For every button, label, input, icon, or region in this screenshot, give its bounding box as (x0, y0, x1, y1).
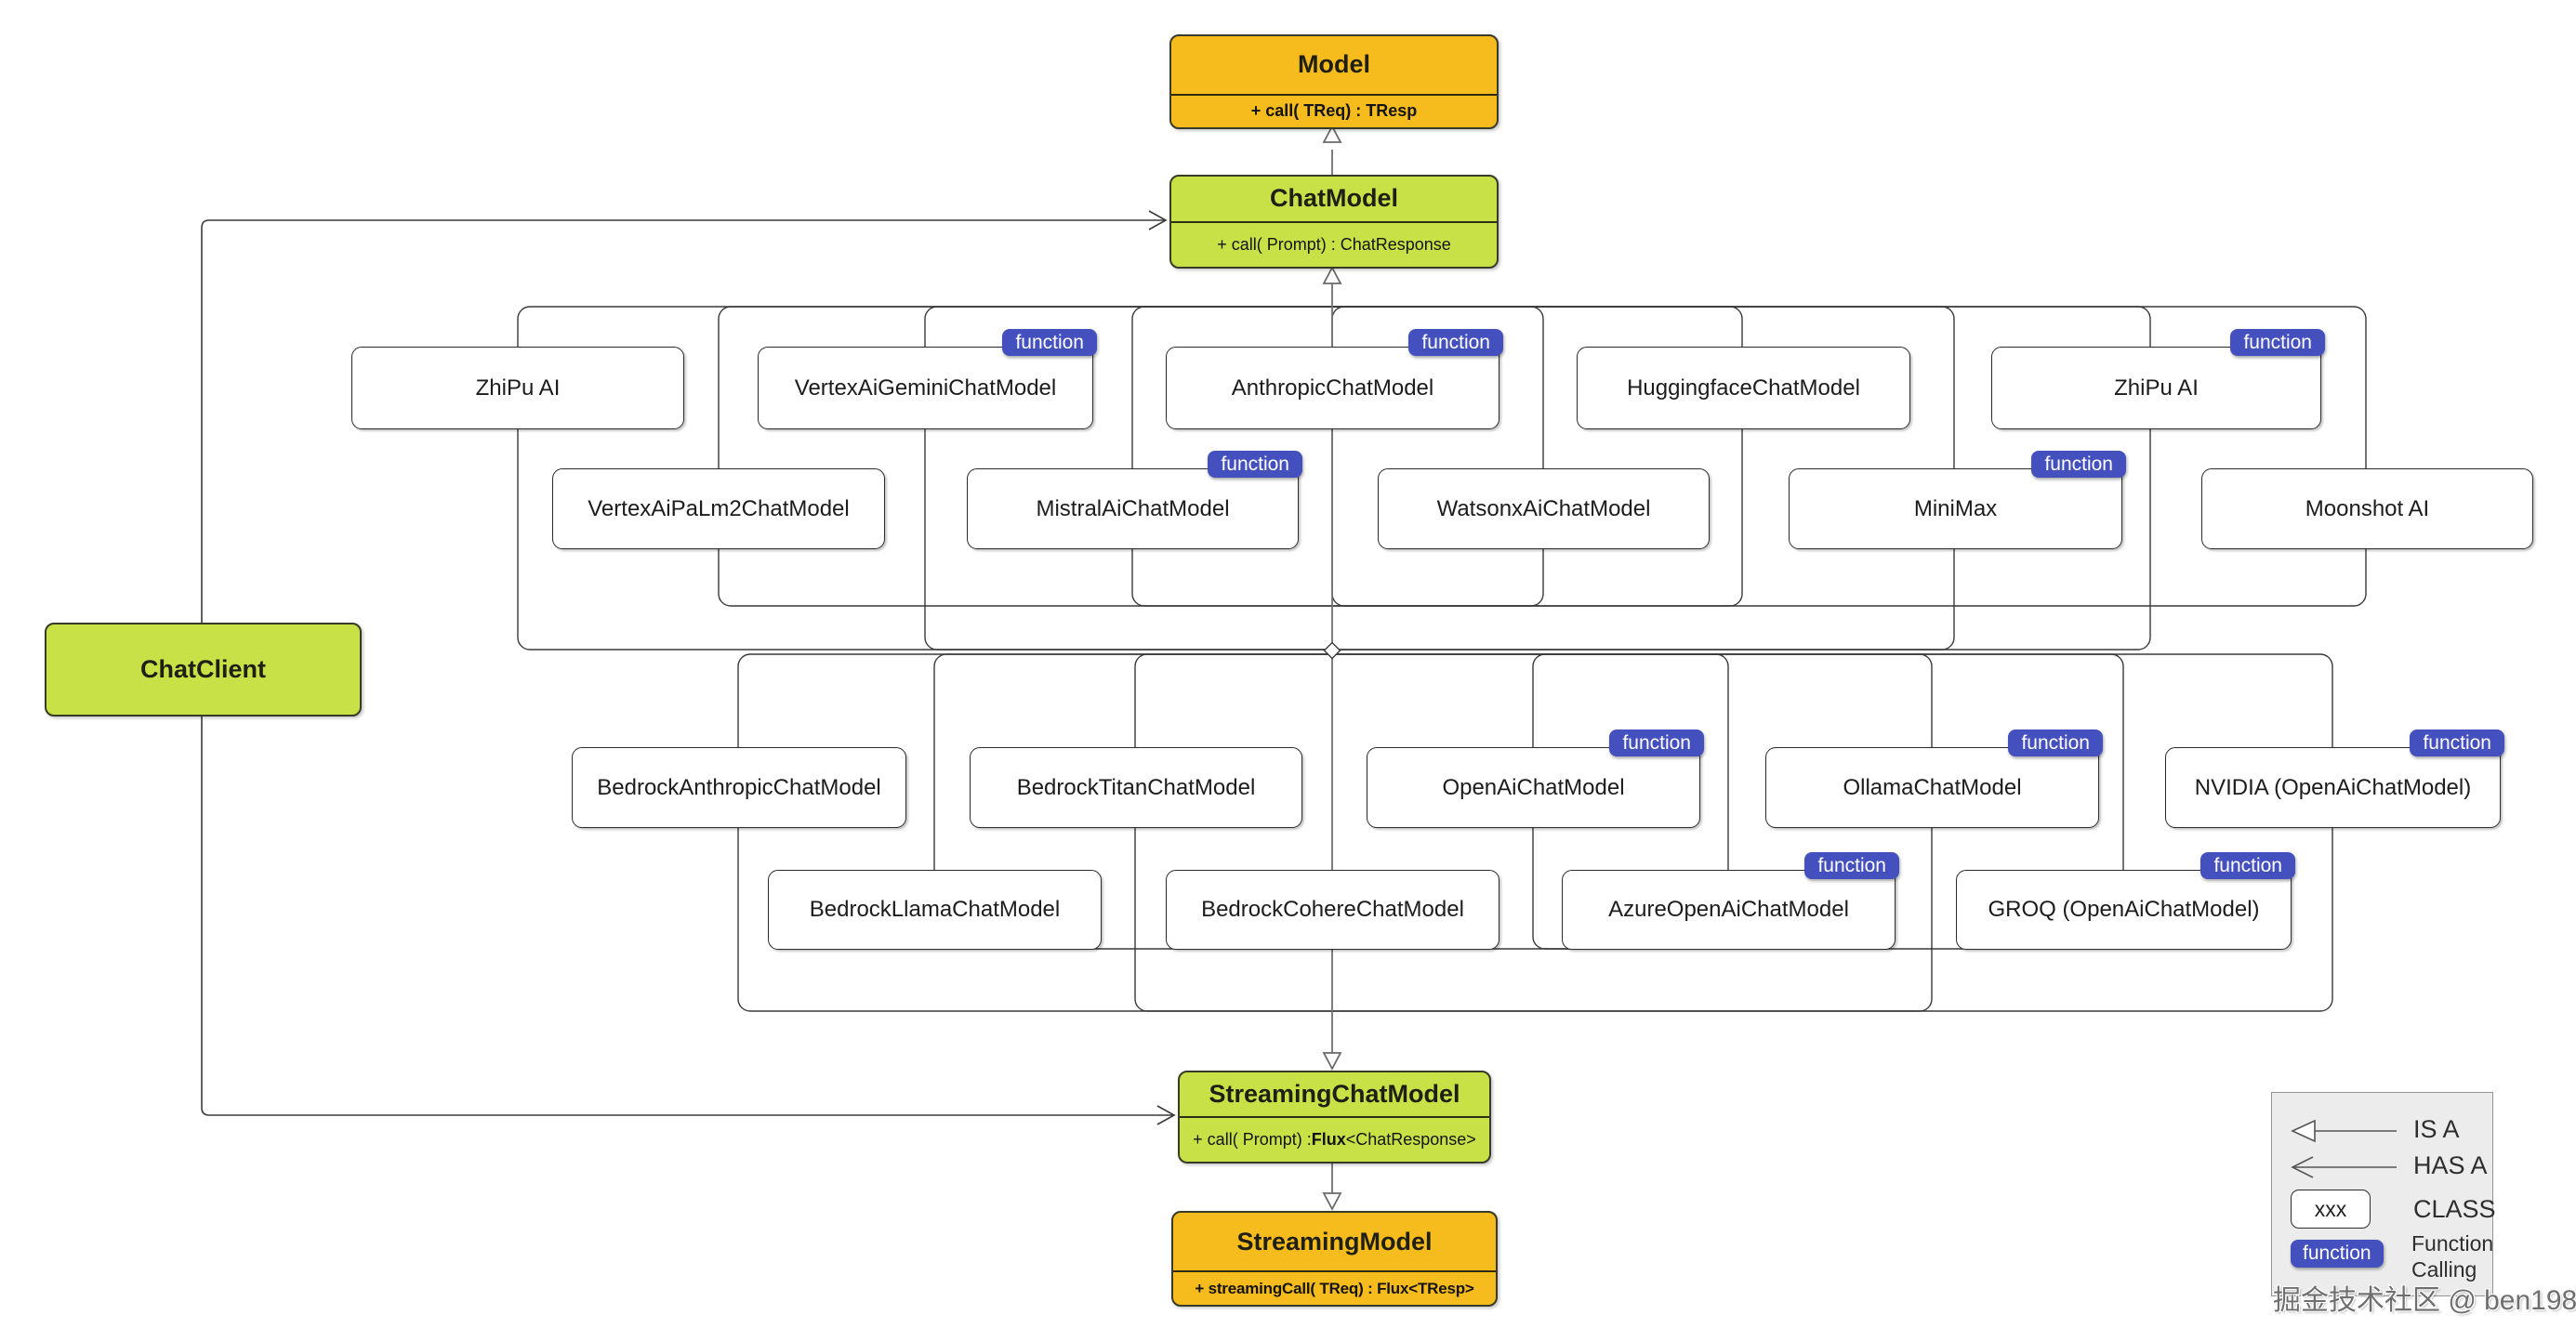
class-label: Moonshot AI (2305, 495, 2430, 521)
junction-diamond (1323, 641, 1341, 660)
class-label: BedrockLlamaChatModel (809, 897, 1061, 922)
interface-title: ChatModel (1270, 184, 1398, 213)
class-label: VertexAiGeminiChatModel (794, 375, 1057, 401)
class-sample-label: xxx (2314, 1196, 2347, 1221)
class-label: AnthropicChatModel (1231, 375, 1434, 401)
function-badge: function (2410, 730, 2504, 756)
watermark: 掘金技术社区 @ ben1987 (2273, 1285, 2576, 1316)
interface-method: + call( Prompt) : Flux<ChatResponse> (1180, 1116, 1489, 1162)
class-box: HuggingfaceChatModel (1577, 347, 1910, 429)
class-label: VertexAiPaLm2ChatModel (588, 495, 850, 521)
function-badge: function (2200, 852, 2295, 879)
class-label: GROQ (OpenAiChatModel) (1988, 897, 2260, 922)
class-box: BedrockTitanChatModel (970, 747, 1302, 828)
legend-function-label: Function Calling (2411, 1231, 2494, 1282)
interface-method: + call( Prompt) : ChatResponse (1171, 220, 1497, 268)
class-box: MiniMax function (1789, 451, 2126, 549)
class-box: BedrockLlamaChatModel (768, 870, 1102, 950)
class-label: WatsonxAiChatModel (1436, 495, 1651, 521)
class-title: ChatClient (140, 655, 266, 683)
function-badge-sample: function (2291, 1240, 2384, 1268)
class-box: ZhiPu AI function (1991, 329, 2325, 429)
class-box: MistralAiChatModel function (967, 451, 1302, 549)
has-a-arrow-sample (2291, 1156, 2397, 1178)
is-a-arrowheads (1322, 125, 1342, 1211)
has-a-arrowhead (1148, 210, 1168, 230)
class-label: HuggingfaceChatModel (1627, 375, 1860, 401)
class-box: ZhiPu AI (351, 347, 684, 429)
function-badge: function (1408, 329, 1503, 356)
class-box-sample: xxx (2291, 1190, 2371, 1229)
class-label: BedrockTitanChatModel (1016, 774, 1256, 800)
class-box: NVIDIA (OpenAiChatModel) function (2165, 730, 2504, 828)
class-label: ZhiPu AI (475, 375, 561, 401)
class-box-chat-client: ChatClient (45, 623, 362, 717)
legend-class-label: CLASS (2413, 1195, 2496, 1223)
interface-box-chat-model: ChatModel + call( Prompt) : ChatResponse (1169, 175, 1499, 269)
class-box: OpenAiChatModel function (1367, 730, 1704, 828)
class-box: AzureOpenAiChatModel function (1562, 852, 1899, 950)
class-label: MistralAiChatModel (1036, 495, 1230, 521)
function-badge: function (2031, 451, 2126, 478)
interface-box-model: Model + call( TReq) : TResp (1169, 34, 1499, 129)
interface-box-streaming-model: StreamingModel + streamingCall( TReq) : … (1171, 1211, 1498, 1307)
function-badge: function (2230, 329, 2325, 356)
function-badge: function (2008, 730, 2103, 756)
legend-has-a-label: HAS A (2413, 1151, 2488, 1179)
class-label: AzureOpenAiChatModel (1608, 897, 1849, 922)
class-label: OllamaChatModel (1843, 774, 2022, 800)
legend: IS A HAS A xxx CLASS function Function C… (2271, 1092, 2496, 1296)
interface-title: StreamingChatModel (1209, 1080, 1460, 1108)
class-box: VertexAiGeminiChatModel function (758, 329, 1097, 429)
class-box: OllamaChatModel function (1765, 730, 2103, 828)
interface-title: StreamingModel (1236, 1227, 1433, 1256)
interface-box-streaming-chat-model: StreamingChatModel + call( Prompt) : Flu… (1178, 1071, 1491, 1164)
class-label: BedrockAnthropicChatModel (597, 774, 881, 800)
interface-title: Model (1298, 50, 1370, 79)
class-label: MiniMax (1913, 495, 1998, 521)
legend-is-a-label: IS A (2413, 1115, 2460, 1143)
function-badge: function (1208, 451, 1302, 478)
class-label: ZhiPu AI (2114, 375, 2199, 401)
class-box: BedrockCohereChatModel (1166, 870, 1499, 950)
function-badge: function (1609, 730, 1704, 756)
class-label: NVIDIA (OpenAiChatModel) (2194, 774, 2472, 800)
class-label: BedrockCohereChatModel (1201, 897, 1464, 922)
class-box: Moonshot AI (2201, 468, 2533, 549)
class-box: AnthropicChatModel function (1166, 329, 1503, 429)
function-badge: function (1002, 329, 1097, 356)
class-box: GROQ (OpenAiChatModel) function (1956, 852, 2295, 950)
is-a-arrow-sample (2291, 1119, 2397, 1143)
function-badge: function (1804, 852, 1899, 879)
class-label: OpenAiChatModel (1442, 774, 1625, 800)
class-box: VertexAiPaLm2ChatModel (552, 468, 885, 549)
interface-method: + call( TReq) : TResp (1171, 93, 1497, 127)
interface-method: + streamingCall( TReq) : Flux<TResp> (1173, 1270, 1496, 1305)
class-box: BedrockAnthropicChatModel (572, 747, 906, 828)
class-box: WatsonxAiChatModel (1378, 468, 1710, 549)
has-a-arrowhead (1156, 1105, 1176, 1125)
